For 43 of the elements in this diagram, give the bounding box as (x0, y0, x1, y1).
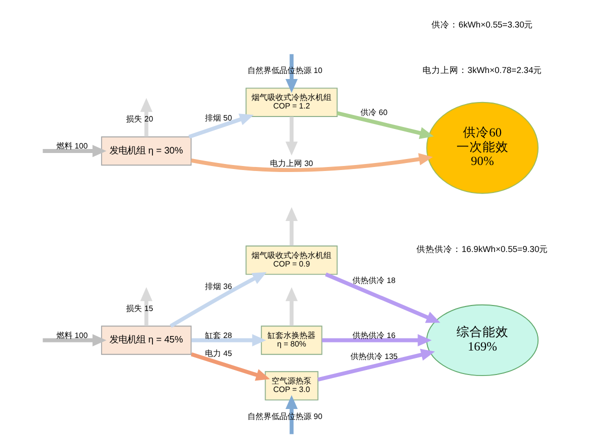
arrow (286, 54, 298, 93)
arrow (286, 395, 298, 434)
arrow (325, 272, 440, 323)
arrow (42, 334, 106, 346)
arrow (191, 334, 266, 346)
edge-label: 自然界低品位热源 10 (247, 66, 322, 76)
edge-label: 燃料 100 (56, 142, 88, 151)
edge-label: 缸套 28 (205, 330, 232, 340)
edge-label: 排烟 36 (205, 282, 232, 292)
node-box: 发电机组 η = 45% (101, 326, 192, 355)
arrow (140, 287, 152, 326)
edge-label: 供热供冷 18 (352, 276, 396, 285)
arrow (286, 116, 298, 156)
node-box: 发电机组 η = 30% (101, 136, 192, 166)
label: 供热供冷：16.9kWh×0.55=9.30元 (416, 244, 548, 254)
label: 电力上网：3kWh×0.78=2.34元 (422, 65, 542, 76)
edge-label: 燃料 100 (56, 330, 88, 340)
arrow (170, 272, 267, 328)
edge-label: 自然界低品位热源 90 (247, 412, 322, 422)
node-box: 空气源热泵 COP = 3.0 (264, 371, 318, 400)
arrow (188, 114, 254, 139)
arrow (190, 352, 270, 381)
edge-label: 供热供冷 135 (350, 352, 398, 362)
node-box: 烟气吸收式冷热水机组 COP = 0.9 (246, 246, 338, 275)
arrow (322, 334, 432, 346)
edge-label: 排烟 50 (205, 113, 232, 122)
arrow (317, 348, 435, 382)
arrow (140, 98, 152, 137)
node-box: 烟气吸收式冷热水机组 COP = 1.2 (246, 88, 338, 117)
arrow (286, 287, 298, 326)
arrow (286, 207, 298, 246)
edge-label: 损失 15 (126, 304, 154, 313)
edge-label: 电力 45 (205, 348, 232, 358)
node-box: 缸套水换热器 η = 80% (260, 326, 322, 355)
arrow (42, 144, 106, 158)
edge-label: 电力上网 30 (270, 158, 314, 168)
edge-label: 供冷 60 (360, 108, 388, 117)
label: 供冷：6kWh×0.55=3.30元 (432, 20, 534, 30)
arrow (336, 111, 434, 140)
edge-label: 供热供冷 16 (352, 330, 396, 340)
arrow (190, 153, 433, 172)
edge-label: 损失 20 (126, 114, 154, 124)
node-ellipse: 供冷60 一次能效 90% (426, 102, 539, 194)
